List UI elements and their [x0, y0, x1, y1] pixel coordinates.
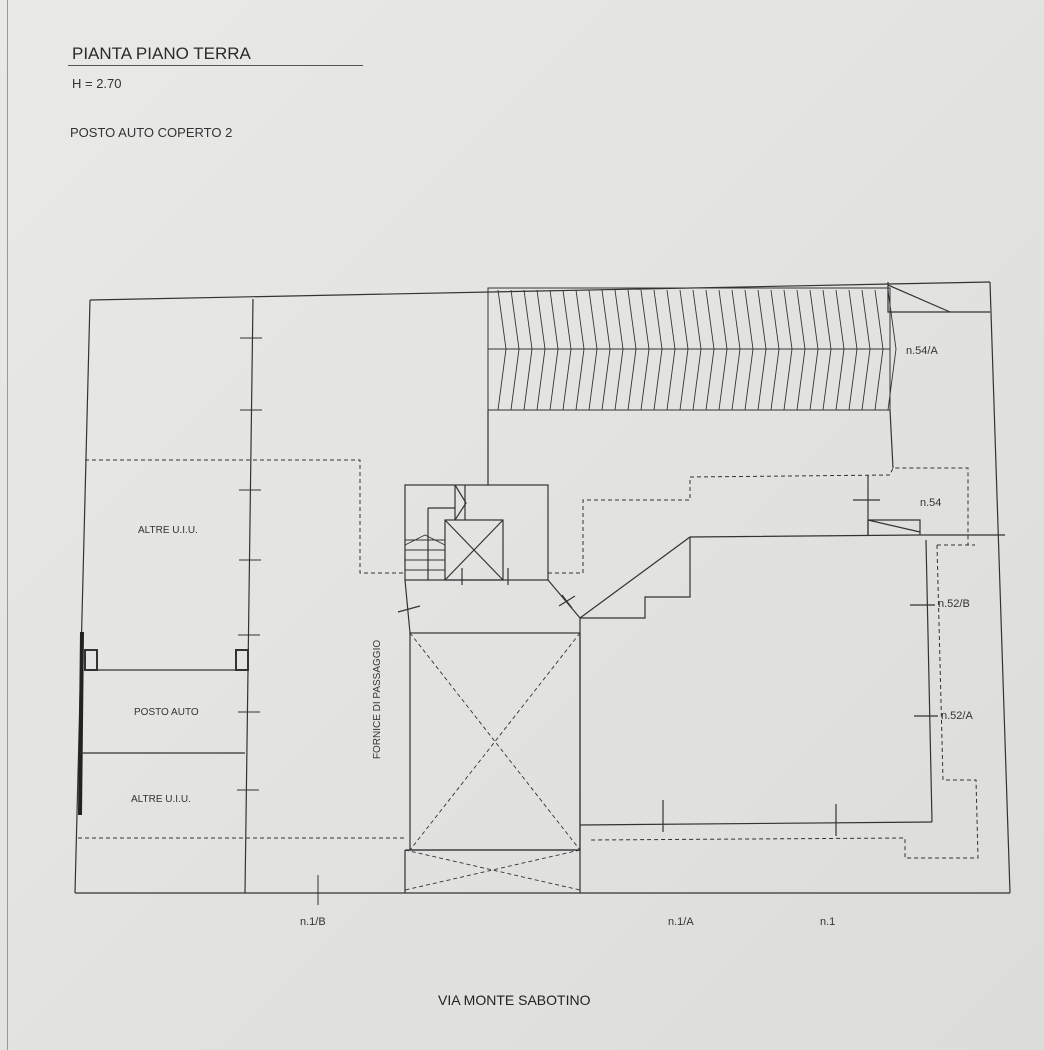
- civic-number-52b: n.52/B: [938, 598, 970, 610]
- partition-wall: [244, 298, 254, 894]
- hatch-line: [874, 289, 884, 350]
- hatch-line: [887, 348, 897, 411]
- hatch-line: [822, 289, 832, 350]
- hatch-line: [536, 348, 546, 411]
- hatch-line: [874, 348, 884, 411]
- street-name: VIA MONTE SABOTINO: [438, 992, 591, 1008]
- hatch-line: [510, 289, 520, 350]
- hatch-line: [575, 289, 585, 350]
- hatch-line: [861, 348, 871, 411]
- hatch-line: [718, 348, 728, 411]
- hatch-line: [640, 289, 650, 350]
- hatch-line: [549, 348, 559, 411]
- dashed-boundaries: [78, 459, 979, 859]
- hatch-line: [653, 348, 663, 411]
- hatch-line: [796, 289, 806, 350]
- hatch-line: [679, 348, 689, 411]
- room-label-fornice: FORNICE DI PASSAGGIO: [372, 639, 384, 760]
- hatch-line: [627, 348, 637, 411]
- hatch-line: [588, 289, 598, 350]
- room-label-altre-uiu-top: ALTRE U.I.U.: [138, 525, 198, 536]
- hatch-line: [887, 289, 897, 350]
- hatch-line: [848, 289, 858, 350]
- hatch-line: [601, 348, 611, 411]
- room-label-altre-uiu-bottom: ALTRE U.I.U.: [131, 794, 191, 805]
- hatch-line: [588, 348, 598, 411]
- hatch-line: [744, 348, 754, 411]
- hatch-line: [523, 348, 533, 411]
- hatch-line: [536, 289, 546, 350]
- hatch-line: [757, 348, 767, 411]
- hatch-line: [562, 289, 572, 350]
- hatch-line: [497, 348, 507, 411]
- passage-void: [404, 632, 581, 893]
- hatch-line: [718, 289, 728, 350]
- civic-number-54a: n.54/A: [906, 345, 938, 357]
- hatch-line: [653, 289, 663, 350]
- room-label-posto-auto: POSTO AUTO: [134, 707, 199, 718]
- hatch-line: [614, 348, 624, 411]
- hatch-line: [796, 348, 806, 411]
- hatch-line: [705, 348, 715, 411]
- page-margin-line: [7, 0, 8, 1050]
- hatch-line: [666, 289, 676, 350]
- hatch-line: [744, 289, 754, 350]
- parking-space: [78, 631, 249, 816]
- hatch-line: [601, 289, 611, 350]
- civic-number-1: n.1: [820, 916, 836, 928]
- hatch-line: [783, 289, 793, 350]
- hatch-line: [640, 348, 650, 411]
- hatch-line: [822, 348, 832, 411]
- hatch-line: [666, 348, 676, 411]
- civic-number-1a: n.1/A: [668, 916, 694, 928]
- hatch-line: [575, 348, 585, 411]
- hatched-ramp: [487, 287, 891, 411]
- hatch-line: [835, 348, 845, 411]
- hatch-line: [705, 289, 715, 350]
- hatch-line: [614, 289, 624, 350]
- stair-core: [404, 410, 549, 585]
- hatch-line: [523, 289, 533, 350]
- hatch-line: [757, 289, 767, 350]
- hatch-line: [510, 348, 520, 411]
- hatch-line: [679, 289, 689, 350]
- passage-walls: [397, 475, 1005, 634]
- plan-subtitle: POSTO AUTO COPERTO 2: [70, 125, 233, 140]
- hatch-line: [770, 348, 780, 411]
- hatch-line: [861, 289, 871, 350]
- hatch-line: [731, 348, 741, 411]
- hatch-line: [497, 289, 507, 350]
- hatch-line: [809, 289, 819, 350]
- outer-walls: [74, 281, 1011, 894]
- hatch-line: [770, 289, 780, 350]
- hatch-line: [692, 289, 702, 350]
- civic-number-52a: n.52/A: [941, 710, 973, 722]
- hatch-line: [692, 348, 702, 411]
- ramp-hatch-lines: [497, 289, 897, 411]
- corner-box: [887, 282, 990, 313]
- hatch-line: [731, 289, 741, 350]
- plan-title: PIANTA PIANO TERRA: [72, 44, 251, 63]
- hatch-line: [549, 289, 559, 350]
- civic-number-54: n.54: [920, 497, 942, 509]
- hatch-line: [809, 348, 819, 411]
- hatch-line: [848, 348, 858, 411]
- title-underline: [68, 65, 363, 66]
- hatch-line: [783, 348, 793, 411]
- ceiling-height: H = 2.70: [72, 76, 122, 91]
- hatch-line: [562, 348, 572, 411]
- hatch-line: [835, 289, 845, 350]
- wall-ticks: [237, 337, 319, 905]
- civic-number-1b: n.1/B: [300, 916, 326, 928]
- hatch-line: [627, 289, 637, 350]
